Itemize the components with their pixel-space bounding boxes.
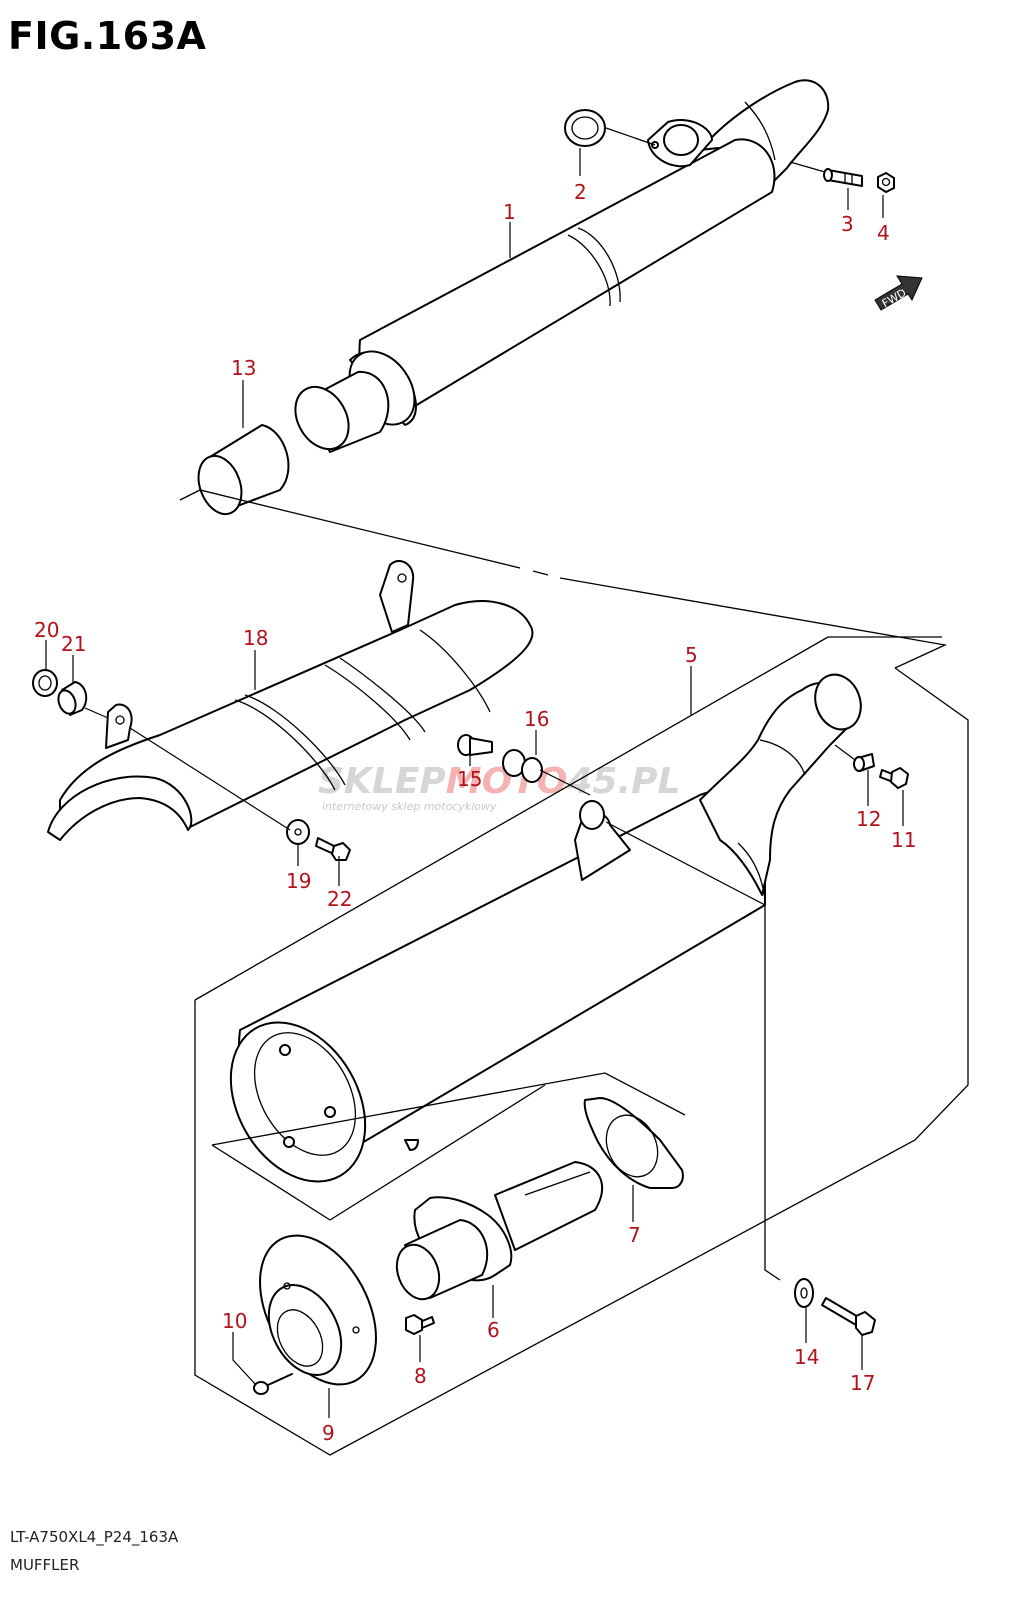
label-part-21: 21 [61,632,86,656]
part-12-collar [853,753,875,772]
part-3-stud [823,168,863,187]
part-8-screw [405,1314,435,1335]
part-6-spark-arrester [395,1161,604,1301]
label-part-5: 5 [685,643,698,667]
label-part-22: 22 [327,887,352,911]
watermark: SKLEPMOTO45.PL internetowy sklep motocyk… [318,761,680,813]
part-15-grommet [457,734,493,756]
part-7-gasket [583,1097,684,1189]
label-part-14: 14 [794,1345,819,1369]
label-part-6: 6 [487,1318,500,1342]
part-14-washer [794,1278,814,1308]
label-part-8: 8 [414,1364,427,1388]
watermark-main: SKLEPMOTO45.PL [318,761,680,802]
diagram-caption: MUFFLER [10,1556,80,1574]
part-11-bolt [879,767,909,789]
label-part-2: 2 [574,180,587,204]
part-10-screw [253,1373,293,1395]
label-part-15: 15 [457,767,482,791]
label-part-19: 19 [286,869,311,893]
part-2-gasket [564,109,606,147]
label-part-4: 4 [877,221,890,245]
part-17-bolt [821,1297,876,1336]
label-part-7: 7 [628,1223,641,1247]
part-19-washer [286,819,310,845]
label-part-17: 17 [850,1371,875,1395]
part-18-heat-shield [47,560,534,841]
assembly-reference-line [179,489,948,669]
part-1-exhaust-pipe [294,79,830,453]
part-9-end-cap [259,1234,377,1386]
label-part-10: 10 [222,1309,247,1333]
label-part-11: 11 [891,828,916,852]
part-4-nut [877,172,895,193]
label-part-9: 9 [322,1421,335,1445]
label-part-12: 12 [856,807,881,831]
diagram-code: LT-A750XL4_P24_163A [10,1528,179,1546]
leader-lines [45,127,904,1418]
part-20-nut [32,669,58,697]
label-part-18: 18 [243,626,268,650]
label-part-3: 3 [841,212,854,236]
watermark-sub: internetowy sklep motocyklowy [322,800,497,813]
muffler-group-outline [194,636,969,1456]
part-21-collar [57,681,88,716]
part-13-sleeve [197,424,290,516]
part-16-bushing [502,749,543,783]
inner-group-outline [211,1072,686,1221]
fwd-arrow: FWD [874,275,923,311]
label-part-13: 13 [231,356,256,380]
label-part-1: 1 [503,200,516,224]
part-5-muffler [229,673,862,1183]
figure-title: FIG.163A [8,14,207,58]
label-part-20: 20 [34,618,59,642]
label-part-16: 16 [524,707,549,731]
part-labels: 1 2 3 4 5 6 7 8 9 10 11 12 13 14 15 16 1… [34,180,916,1445]
part-22-bolt [315,837,351,861]
